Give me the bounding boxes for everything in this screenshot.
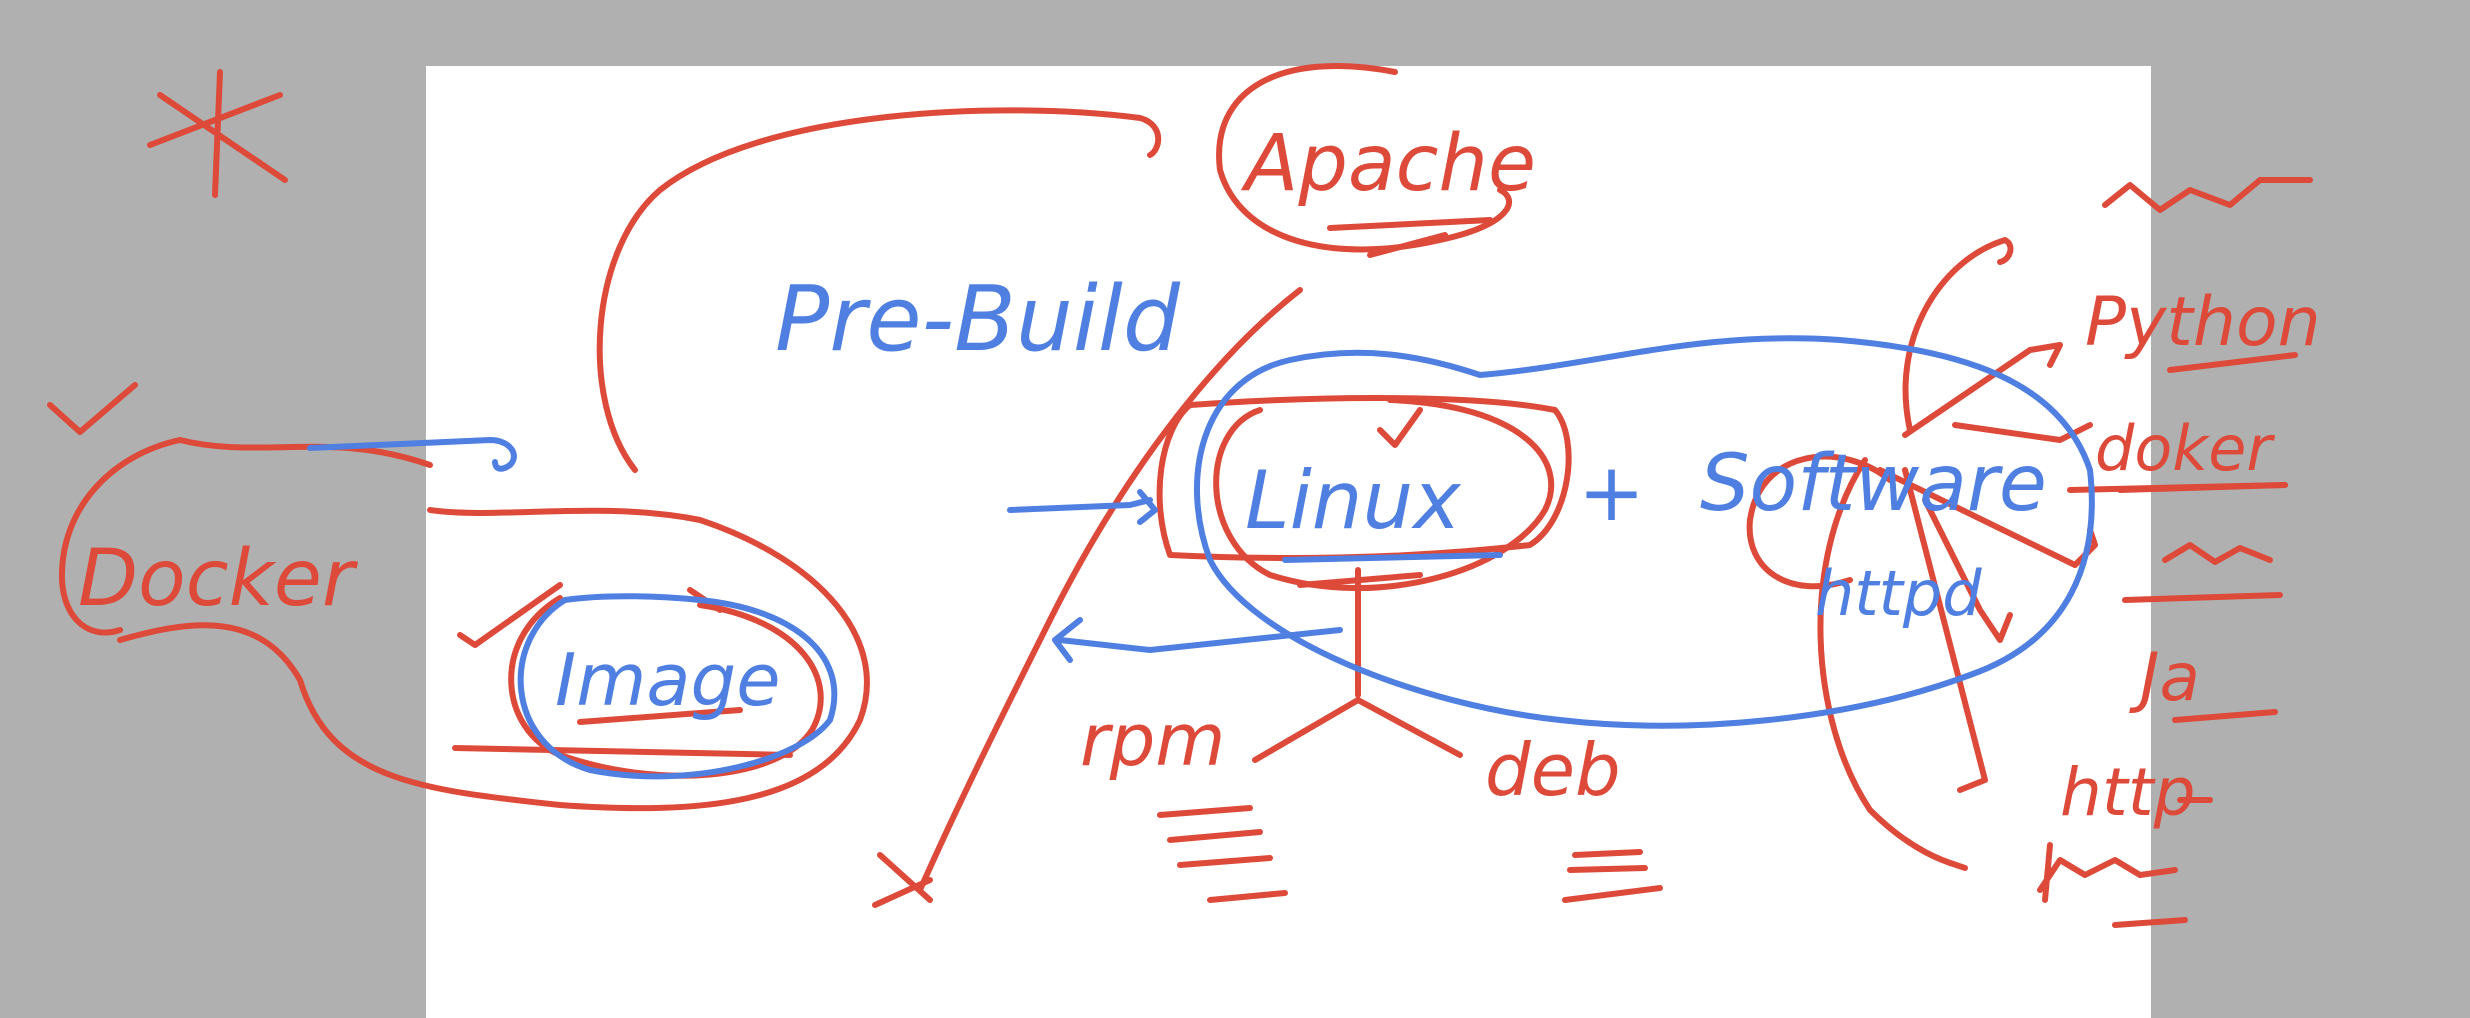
docker-tail [117,507,870,812]
apache-slash [917,287,1303,893]
plus-label: + [1578,446,1645,539]
image-underline [452,707,793,758]
httpd-label: httpd [1815,557,1982,630]
check-mark [47,382,138,435]
software-loop-top [1902,237,2014,433]
docker-small-label: doker [2095,412,2275,485]
star-mark [147,69,288,198]
linux-software-oval [1194,335,2095,729]
lower-arrow [1052,617,1343,663]
arrow-python [1902,342,2063,438]
arrow-httpd [1902,467,1988,793]
wave-top [2102,177,2313,213]
linux-circle [1213,397,1555,591]
deb-lines [1562,849,1663,903]
wave-m [2162,542,2273,565]
arc-to-apache [596,107,1162,473]
java-label: Ja [2129,639,2200,716]
rpm-lines [1157,805,1288,903]
docker-label: Docker [78,534,359,624]
tree-branches [1252,697,1463,763]
arrow-http [1922,497,2013,643]
ja-underline [2172,709,2278,723]
image-checks [457,582,723,648]
python-underline [2167,352,2298,373]
apache-underline [1327,217,1493,258]
apache-label: Apache [1240,119,1536,209]
m-underline [2122,592,2283,603]
software-label: Software [1700,439,2047,529]
deb-label: deb [1485,728,1621,812]
text-layer: Docker Image Pre-Build Apache Linux + So… [78,119,2321,831]
x-mark [872,852,933,908]
blue-strokes [307,335,2095,780]
rpm-label: rpm [1080,698,1225,782]
http-label: http [2060,754,2195,831]
python-label: Python [2085,283,2321,362]
blue-top-arrow [307,437,517,472]
image-label: Image [555,638,781,722]
linux-check [1377,407,1423,448]
bottom-line [2112,917,2188,928]
apache-circle [1216,63,1513,253]
linux-box [1156,395,1572,561]
software-circle [1746,453,1893,590]
wave-bottom [2037,842,2178,903]
page-sheet [426,66,2151,1018]
docker-small-underline [2117,482,2288,493]
linux-label: Linux [1245,454,1462,547]
linux-arrow [1007,489,1158,525]
software-arcs [1817,457,1968,871]
image-circle-blue [517,593,838,780]
linux-blue-underline [1282,552,1503,563]
pre-build-label: Pre-Build [775,267,1181,372]
arrow-docker [1952,422,2093,443]
